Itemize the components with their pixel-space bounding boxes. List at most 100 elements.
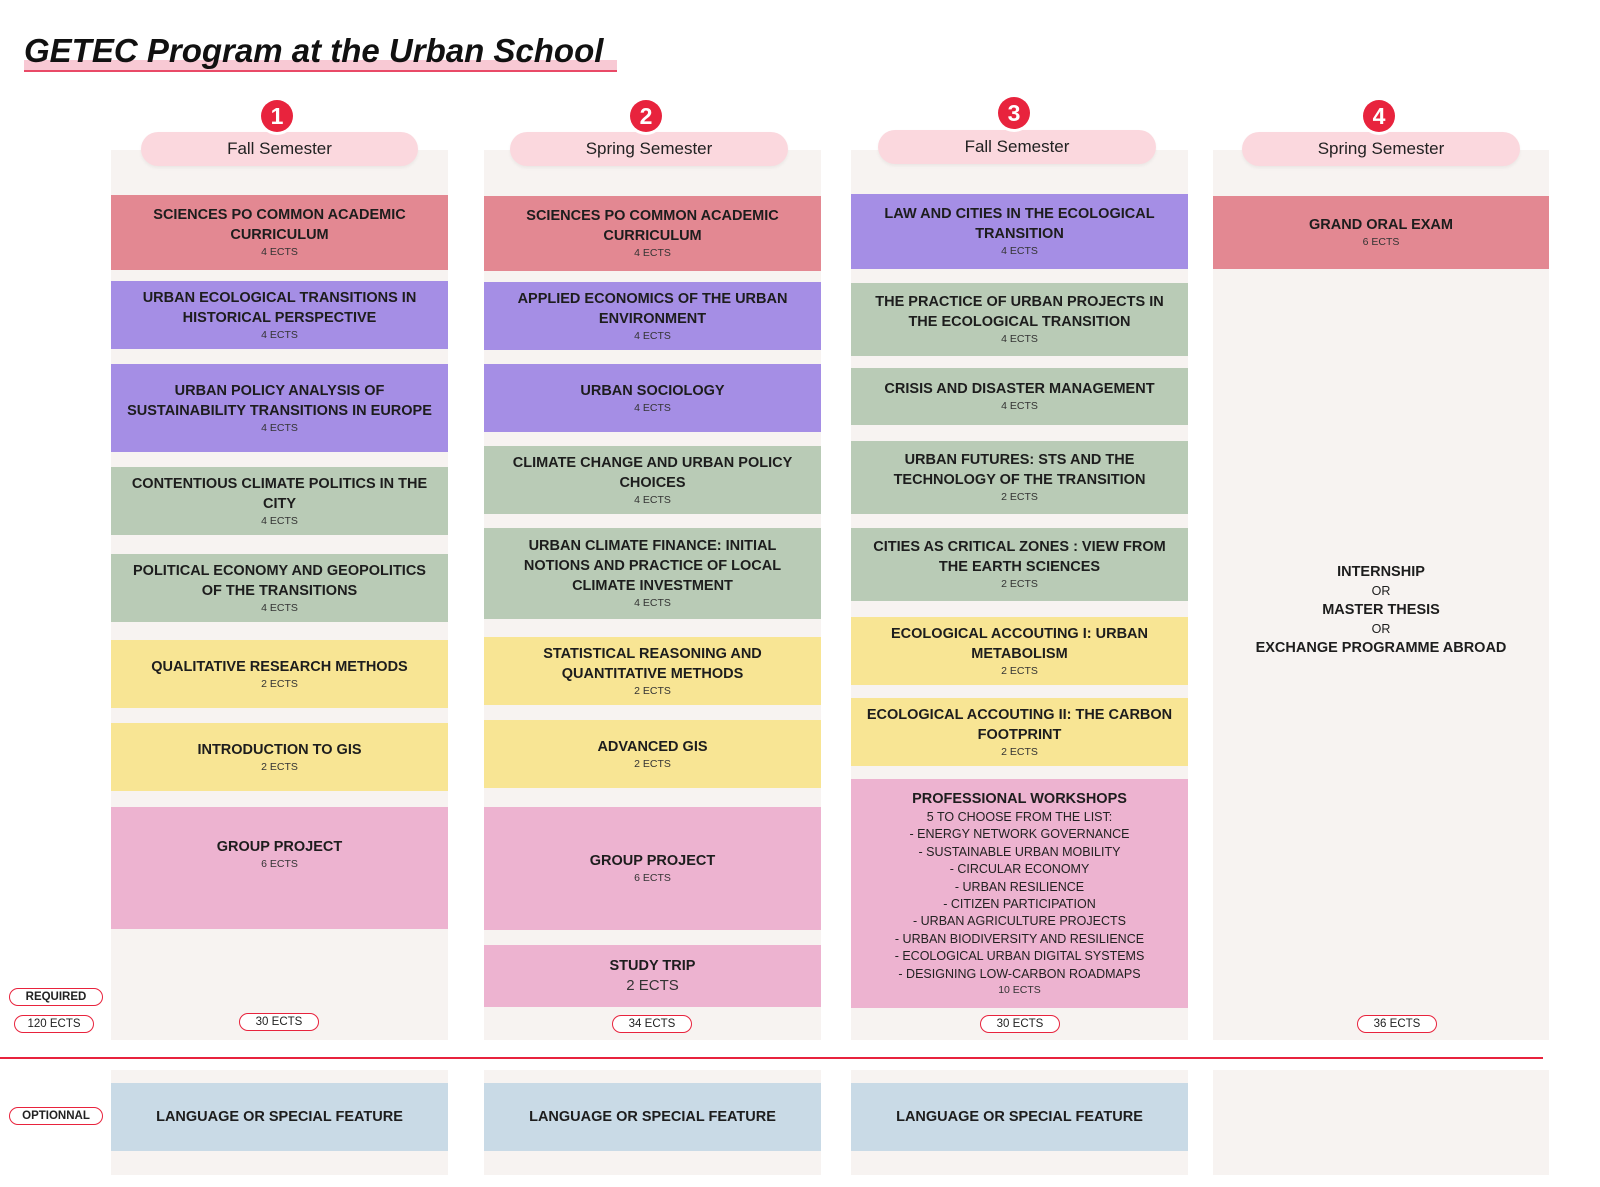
course-name: URBAN CLIMATE FINANCE: INITIAL NOTIONS A… [523, 538, 782, 594]
page-title: GETEC Program at the Urban School [24, 32, 604, 69]
course-name: CITIES AS CRITICAL ZONES : VIEW FROM THE… [873, 539, 1166, 575]
optional-course-card: LANGUAGE OR SPECIAL FEATURE [851, 1083, 1188, 1151]
course-card: LAW AND CITIES IN THE ECOLOGICAL TRANSIT… [851, 194, 1188, 269]
course-card: CRISIS AND DISASTER MANAGEMENT 4 ECTS [851, 368, 1188, 425]
course-ects: 4 ECTS [261, 246, 298, 258]
course-card: GROUP PROJECT 6 ECTS [111, 807, 448, 929]
workshop-item: - SUSTAINABLE URBAN MOBILITY [918, 844, 1121, 859]
course-name: THE PRACTICE OF URBAN PROJECTS IN THE EC… [875, 294, 1164, 330]
course-name: APPLIED ECONOMICS OF THE URBAN ENVIRONME… [517, 290, 788, 327]
semester-2-badge: 2 [630, 100, 662, 132]
course-ects: 2 ECTS [626, 977, 679, 994]
course-ects: 4 ECTS [634, 597, 671, 609]
course-ects: 2 ECTS [261, 677, 298, 690]
semester-3-total: 30 ECTS [980, 1015, 1060, 1033]
course-ects: 2 ECTS [1001, 491, 1038, 503]
course-name: GROUP PROJECT [589, 853, 716, 869]
course-ects: 4 ECTS [261, 601, 298, 614]
course-name: CONTENTIOUS CLIMATE POLITICS IN THE CITY [131, 475, 428, 512]
course-name: ECOLOGICAL ACCOUTING II: THE CARBON FOOT… [866, 706, 1173, 743]
course-name: ECOLOGICAL ACCOUTING I: URBAN METABOLISM [891, 625, 1148, 662]
workshop-item: - ENERGY NETWORK GOVERNANCE [909, 827, 1130, 842]
course-card: CONTENTIOUS CLIMATE POLITICS IN THE CITY… [111, 467, 448, 535]
professional-workshops-card: PROFESSIONAL WORKSHOPS 5 TO CHOOSE FROM … [851, 779, 1188, 1008]
semester-4-label: Spring Semester [1242, 132, 1520, 166]
workshop-item: - DESIGNING LOW-CARBON ROADMAPS [898, 966, 1141, 981]
course-card: QUALITATIVE RESEARCH METHODS 2 ECTS [111, 640, 448, 708]
course-name: QUALITATIVE RESEARCH METHODS [151, 658, 408, 675]
title-highlight [24, 60, 618, 72]
course-card: URBAN ECOLOGICAL TRANSITIONS IN HISTORIC… [111, 281, 448, 349]
course-ects: 2 ECTS [1001, 664, 1038, 677]
semester-2-label: Spring Semester [510, 132, 788, 166]
course-card: STATISTICAL REASONING AND QUANTITATIVE M… [484, 637, 821, 705]
course-ects: 4 ECTS [1001, 400, 1038, 412]
course-ects: 4 ECTS [1001, 333, 1038, 345]
course-name: URBAN ECOLOGICAL TRANSITIONS IN HISTORIC… [142, 289, 417, 326]
course-ects: 4 ECTS [1001, 245, 1038, 257]
option-exchange: EXCHANGE PROGRAMME ABROAD [1255, 640, 1507, 656]
optional-course-card: LANGUAGE OR SPECIAL FEATURE [111, 1083, 448, 1151]
course-name: URBAN SOCIOLOGY [580, 382, 725, 399]
course-name: PROFESSIONAL WORKSHOPS [912, 790, 1127, 807]
course-ects: 4 ECTS [261, 328, 298, 341]
course-ects: 10 ECTS [998, 984, 1041, 997]
semester-1-badge: 1 [261, 100, 293, 132]
course-ects: 2 ECTS [634, 757, 671, 770]
course-card: GRAND ORAL EXAM 6 ECTS [1213, 196, 1549, 269]
workshop-item: - URBAN BIODIVERSITY AND RESILIENCE [894, 931, 1145, 946]
course-card: INTRODUCTION TO GIS 2 ECTS [111, 723, 448, 791]
course-ects: 6 ECTS [261, 858, 298, 870]
course-card: CITIES AS CRITICAL ZONES : VIEW FROM THE… [851, 528, 1188, 601]
course-name: URBAN FUTURES: STS AND THE TECHNOLOGY OF… [893, 452, 1146, 488]
course-name: CRISIS AND DISASTER MANAGEMENT [884, 381, 1155, 397]
course-name: CLIMATE CHANGE AND URBAN POLICY CHOICES [512, 454, 793, 491]
required-label: REQUIRED [9, 988, 103, 1006]
course-card: SCIENCES PO COMMON ACADEMIC CURRICULUM 4… [484, 196, 821, 271]
course-name: INTRODUCTION TO GIS [197, 741, 362, 758]
semester-2-total: 34 ECTS [612, 1015, 692, 1033]
option-or: OR [1371, 584, 1391, 598]
semester-4-badge: 4 [1363, 100, 1395, 132]
course-name: URBAN POLICY ANALYSIS OF SUSTAINABILITY … [127, 382, 432, 419]
course-name: GROUP PROJECT [216, 839, 343, 855]
course-ects: 4 ECTS [261, 421, 298, 434]
workshop-item: - CIRCULAR ECONOMY [949, 862, 1090, 877]
course-name: SCIENCES PO COMMON ACADEMIC CURRICULUM [526, 208, 779, 244]
semester-1-total: 30 ECTS [239, 1013, 319, 1031]
course-card: URBAN FUTURES: STS AND THE TECHNOLOGY OF… [851, 441, 1188, 514]
course-card: POLITICAL ECONOMY AND GEOPOLITICS OF THE… [111, 554, 448, 622]
course-card: GROUP PROJECT 6 ECTS [484, 807, 821, 930]
semester-4-column [1213, 150, 1549, 1040]
required-total: 120 ECTS [14, 1015, 94, 1033]
optional-label: OPTIONNAL [9, 1107, 103, 1125]
course-ects: 6 ECTS [1362, 236, 1400, 248]
required-optional-divider [0, 1057, 1543, 1059]
course-card: URBAN SOCIOLOGY 4 ECTS [484, 364, 821, 432]
course-card: ADVANCED GIS 2 ECTS [484, 720, 821, 788]
course-name: STUDY TRIP [609, 958, 696, 974]
course-ects: 4 ECTS [634, 329, 671, 342]
semester-1-label: Fall Semester [141, 132, 418, 166]
course-card: URBAN POLICY ANALYSIS OF SUSTAINABILITY … [111, 364, 448, 452]
course-name: LANGUAGE OR SPECIAL FEATURE [896, 1109, 1143, 1125]
semester-4-optional-column [1213, 1070, 1549, 1175]
page-title-wrap: GETEC Program at the Urban School [24, 30, 618, 74]
course-name: ADVANCED GIS [597, 738, 708, 755]
semester-3-label: Fall Semester [878, 130, 1156, 164]
course-name: GRAND ORAL EXAM [1309, 217, 1453, 233]
workshop-item: - CITIZEN PARTICIPATION [943, 897, 1096, 911]
workshop-item: - URBAN RESILIENCE [954, 879, 1085, 894]
course-ects: 4 ECTS [261, 514, 298, 527]
course-ects: 4 ECTS [634, 247, 671, 259]
course-ects: 2 ECTS [261, 760, 298, 773]
option-internship: INTERNSHIP [1337, 564, 1425, 580]
course-card: ECOLOGICAL ACCOUTING I: URBAN METABOLISM… [851, 617, 1188, 685]
workshop-item: - URBAN AGRICULTURE PROJECTS [913, 914, 1126, 929]
semester-4-total: 36 ECTS [1357, 1015, 1437, 1033]
course-name: SCIENCES PO COMMON ACADEMIC CURRICULUM [153, 207, 406, 243]
option-or: OR [1371, 622, 1391, 636]
course-card: ECOLOGICAL ACCOUTING II: THE CARBON FOOT… [851, 698, 1188, 766]
course-card: SCIENCES PO COMMON ACADEMIC CURRICULUM 4… [111, 195, 448, 270]
course-ects: 2 ECTS [634, 684, 671, 697]
